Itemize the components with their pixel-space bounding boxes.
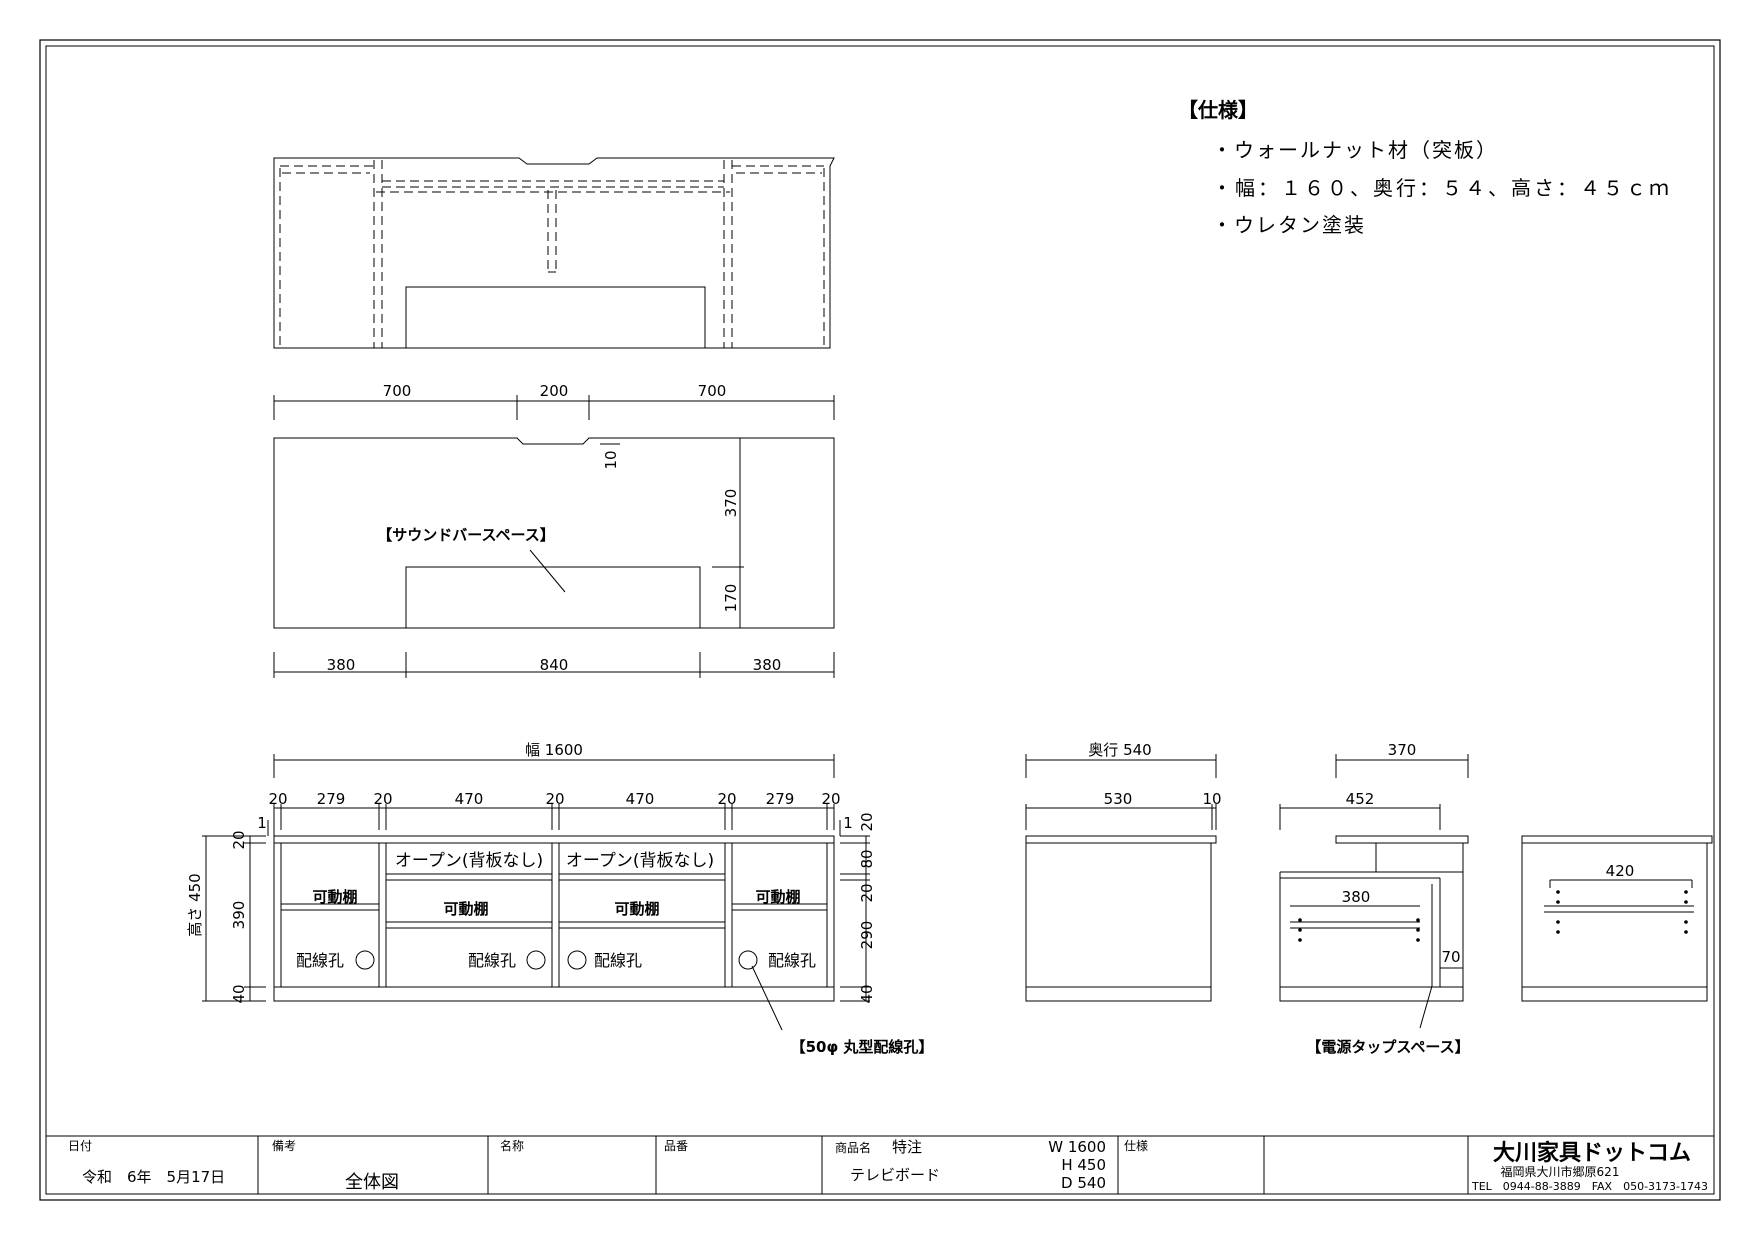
side-dim-10: 10 [1202,790,1221,808]
front-seg-7: 20 [717,790,736,808]
tb-product-value: テレビボード [850,1166,940,1184]
top-plan-dim-700-left: 700 [383,382,412,400]
side-dim-530: 530 [1104,790,1133,808]
back-dim-420: 420 [1606,862,1635,880]
movable-shelf-label-3: 可動棚 [614,900,659,918]
front-seg-9: 20 [821,790,840,808]
top-plan-dim-370: 370 [722,489,740,518]
top-hidden-soundbar-opening [405,286,706,349]
spec-block: 【仕様】 ・ウォールナット材（突板） ・幅：１６０、奥行：５４、高さ：４５ｃｍ … [1178,98,1672,237]
company-address: 福岡県大川市郷原621 [1501,1164,1620,1179]
front-seg-6: 470 [626,790,655,808]
top-plan-dim-10: 10 [602,450,620,469]
front-seg-5: 20 [545,790,564,808]
open-label-right: オープン(背板なし) [566,851,714,871]
cable-hole-callout: 【50φ 丸型配線孔】 [791,1038,934,1056]
company-name: 大川家具ドットコム [1493,1140,1691,1166]
outer-frame [39,39,1721,1201]
title-block: 日付 令和 6年 5月17日 備考 全体図 名称 品番 商品名 特注 テレビボー… [46,1135,1714,1194]
top-plan-soundbar-opening [405,566,701,629]
tb-size-h: H 450 [1061,1156,1106,1174]
front-overall-width: 幅 1600 [525,741,583,759]
front-right-dim-20: 20 [858,883,876,902]
tb-size-w: W 1600 [1048,1138,1106,1156]
movable-shelf-label-1: 可動棚 [312,888,357,906]
open-label-left: オープン(背板なし) [395,851,543,871]
section-dim-452: 452 [1346,790,1375,808]
movable-shelf-label-2: 可動棚 [443,900,488,918]
section-dim-70: 70 [1441,948,1460,966]
tb-product-label: 商品名 [835,1140,871,1155]
tb-remarks-value: 全体図 [345,1172,399,1193]
front-seg-2: 279 [317,790,346,808]
tb-remarks-label: 備考 [272,1138,296,1153]
top-plan-dim-170: 170 [722,584,740,613]
power-tap-callout: 【電源タップスペース】 [1306,1038,1469,1056]
front-view: 幅 1600 20 279 20 470 20 470 20 279 20 1 … [186,741,933,1056]
cable-hole-label-3: 配線孔 [594,951,642,970]
soundbar-space-label: 【サウンドバースペース】 [377,526,554,544]
side-depth-label: 奥行 540 [1088,741,1151,759]
front-seg-4: 470 [455,790,484,808]
inner-frame [45,45,1715,1195]
tb-name-label: 名称 [500,1138,524,1153]
spec-heading: 【仕様】 [1178,98,1258,122]
tb-part-label: 品番 [664,1139,688,1153]
front-height-label: 高さ 450 [186,873,204,936]
front-seg-8: 279 [766,790,795,808]
section-dim-380: 380 [1342,888,1371,906]
spec-item-material: ・ウォールナット材（突板） [1212,138,1498,162]
cable-hole-1 [355,950,375,970]
front-left-dim-20: 20 [230,830,248,849]
top-hidden-view [273,157,835,349]
front-right-dim-80: 80 [858,849,876,868]
section-view: 370 452 380 70 【電源タップスペース】 [1279,741,1470,1056]
front-right-dim-20-top: 20 [858,812,876,831]
tb-date-value: 令和 6年 5月17日 [82,1168,225,1186]
section-dim-370: 370 [1388,741,1417,759]
spec-item-finish: ・ウレタン塗装 [1212,213,1366,237]
tb-size-d: D 540 [1061,1174,1106,1192]
front-left-dim-40: 40 [230,984,248,1003]
cable-hole-4 [738,950,758,970]
front-gap-right: 1 [843,814,853,832]
spec-item-size: ・幅：１６０、奥行：５４、高さ：４５ｃｍ [1212,176,1672,200]
cable-hole-label-2: 配線孔 [468,951,516,970]
tb-date-label: 日付 [68,1139,92,1153]
top-plan-dim-840: 840 [540,656,569,674]
cable-hole-label-1: 配線孔 [296,951,344,970]
back-view: 420 [1521,835,1713,1002]
cable-hole-3 [567,950,587,970]
tb-spec-label: 仕様 [1124,1139,1148,1153]
top-plan-dim-200: 200 [540,382,569,400]
top-plan-dim-380-left: 380 [327,656,356,674]
front-seg-3: 20 [373,790,392,808]
top-plan-dim-700-right: 700 [698,382,727,400]
front-left-dim-390: 390 [230,901,248,930]
movable-shelf-label-4: 可動棚 [755,888,800,906]
cable-hole-2 [526,950,546,970]
cable-hole-label-4: 配線孔 [768,951,816,970]
front-gap-left: 1 [257,814,267,832]
top-plan-view: 700 200 700 380 840 380 10 370 170 【サウンド… [273,382,835,678]
front-right-dim-40: 40 [858,984,876,1003]
front-right-dim-290: 290 [858,921,876,950]
tb-product-tag: 特注 [892,1138,922,1156]
front-seg-1: 20 [268,790,287,808]
side-view: 奥行 540 530 10 [1025,741,1222,1002]
company-tel: TEL 0944-88-3889 FAX 050-3173-1743 [1471,1180,1708,1193]
top-plan-dim-380-right: 380 [753,656,782,674]
